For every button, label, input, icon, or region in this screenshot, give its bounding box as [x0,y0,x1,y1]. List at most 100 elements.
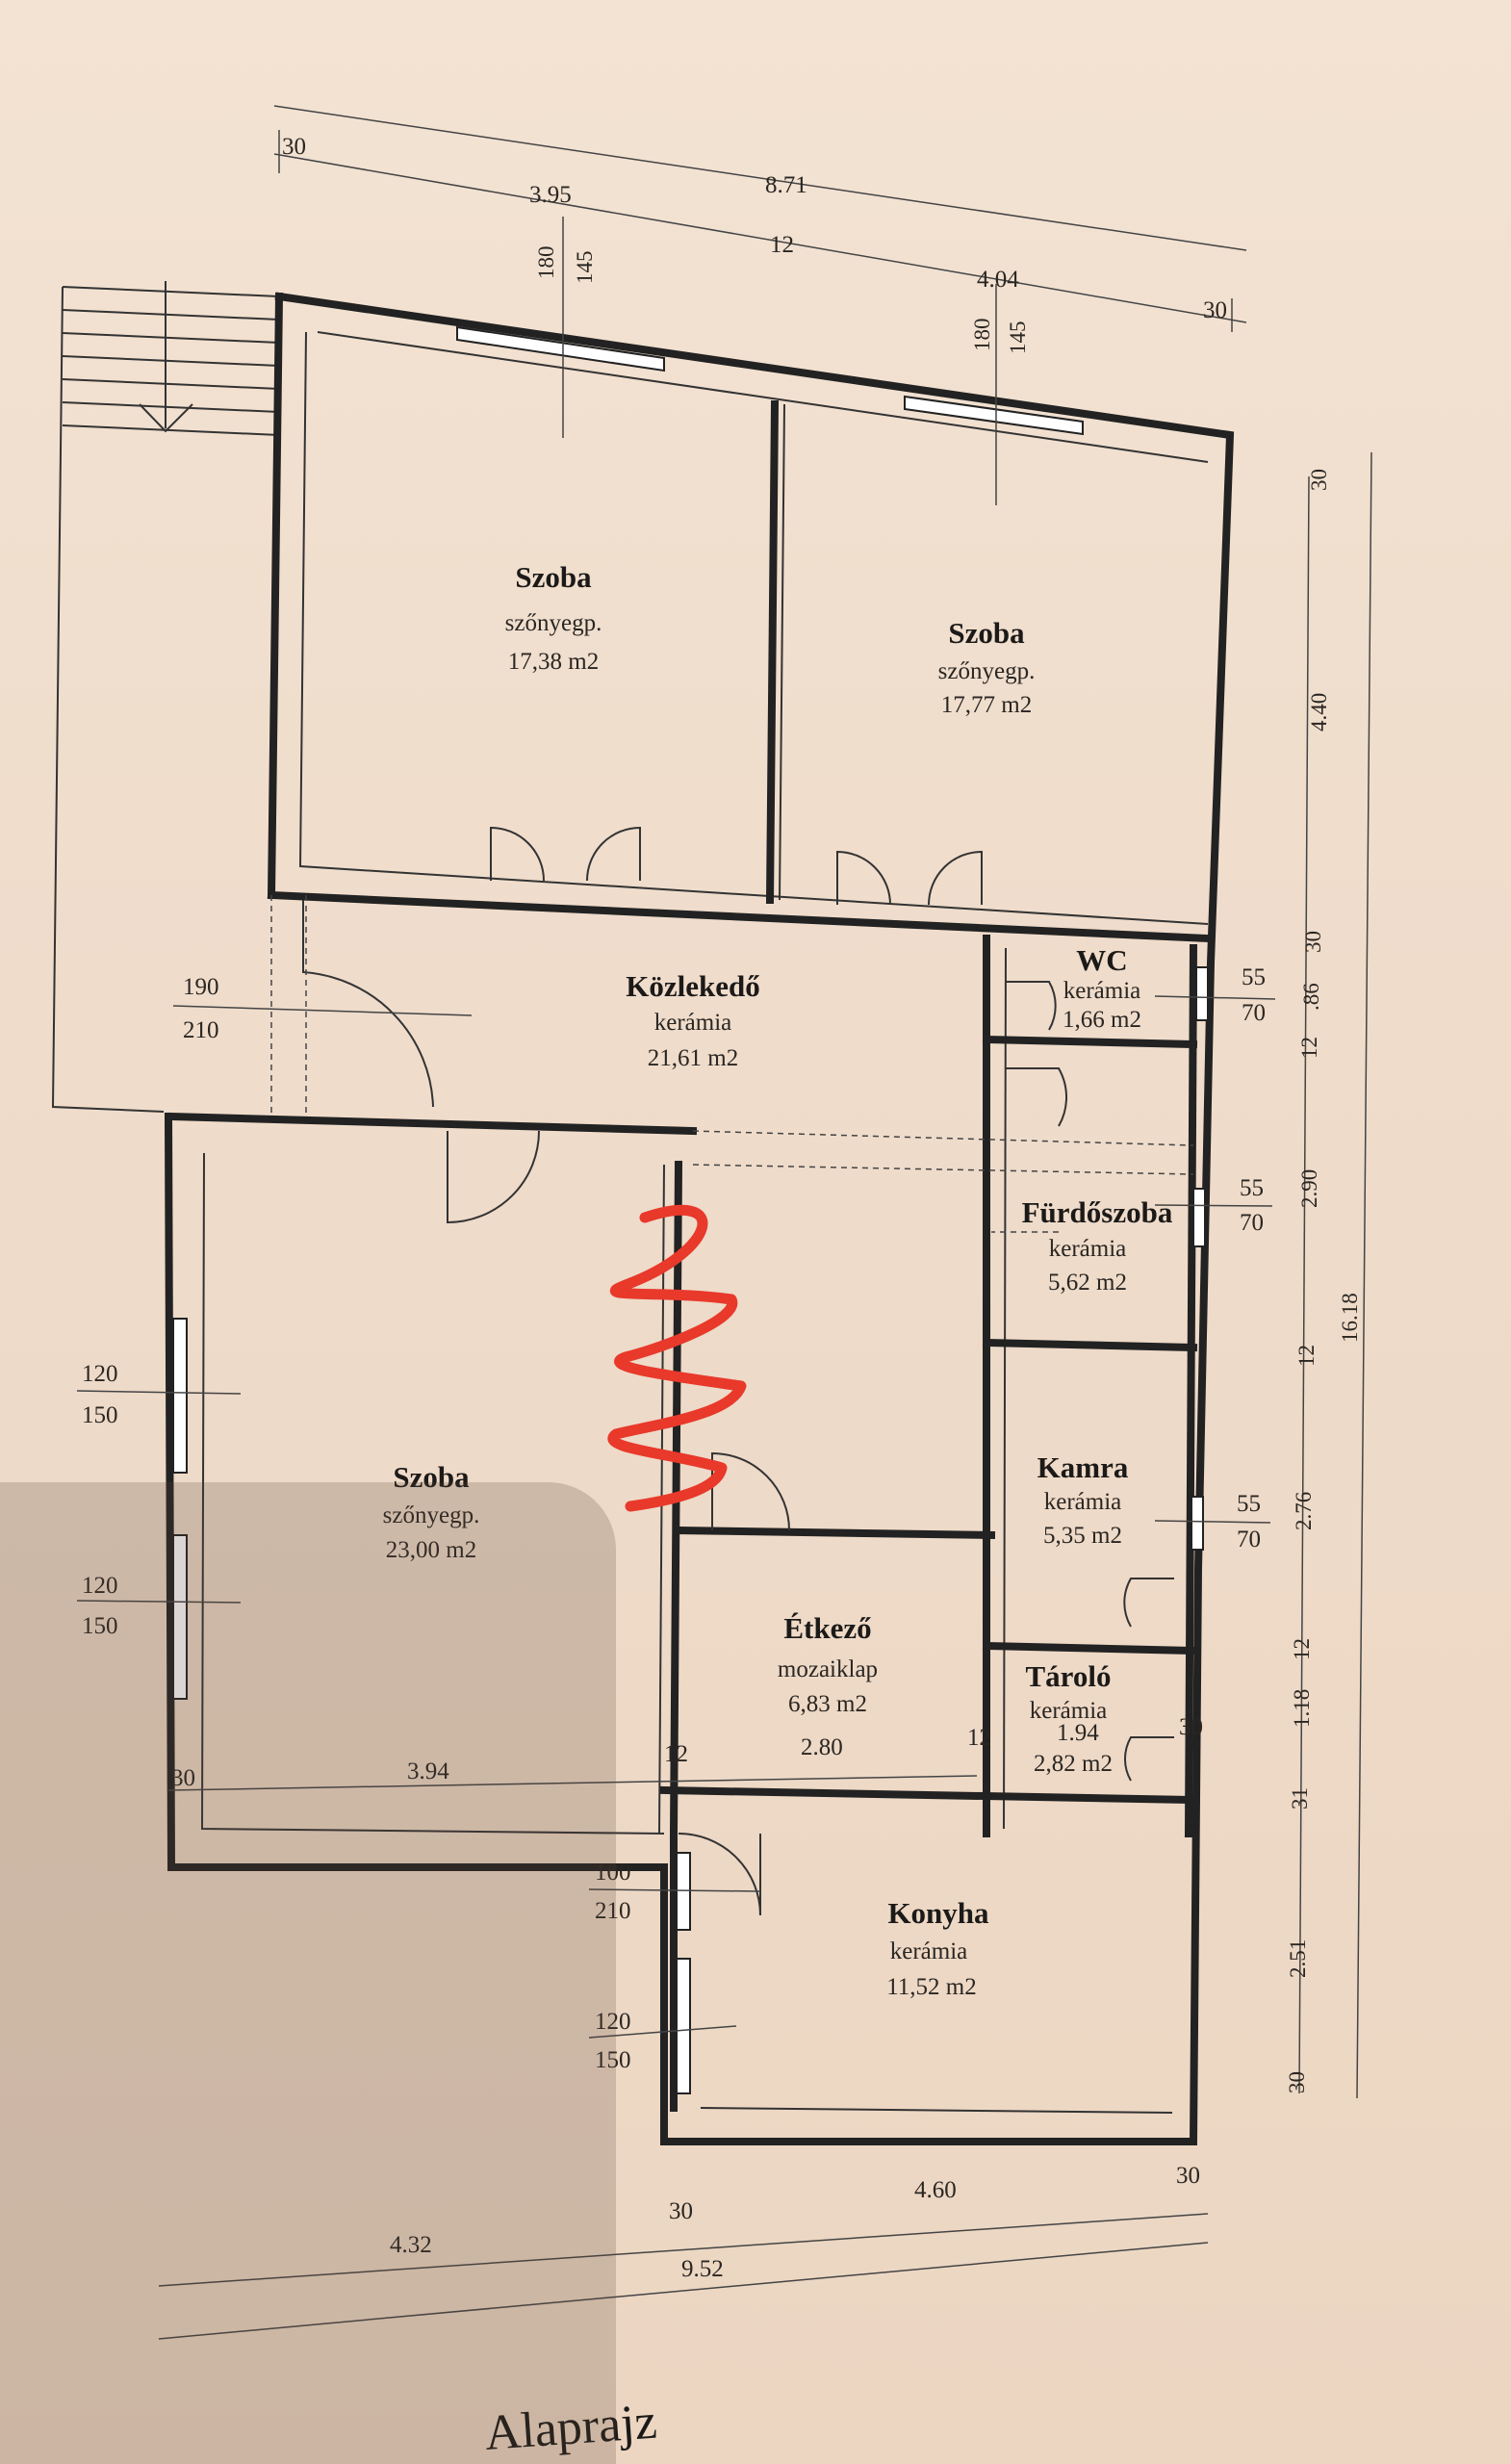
room-area: 23,00 m2 [386,1537,476,1563]
dim-inner-30: 30 [171,1765,195,1791]
dim-inner-280: 2.80 [801,1734,843,1760]
window-height-180-b: 180 [970,319,994,352]
room-floor: kerámia [890,1938,968,1964]
door-width-190: 190 [183,974,219,1000]
room-name: Szoba [948,616,1025,650]
dim-right-31: 31 [1288,1787,1312,1810]
window-height-145-b: 145 [1006,321,1030,355]
room-name: Fürdőszoba [1022,1195,1173,1229]
door2-height-210: 210 [595,1898,631,1924]
window-height-145-a: 145 [573,251,597,285]
dim-inner-12-b: 12 [967,1725,991,1751]
room-floor: kerámia [1044,1489,1122,1515]
room-label-kamra: Kamra kerámia 5,35 m2 [1037,1450,1129,1549]
bath-window-height-70: 70 [1240,1210,1264,1236]
room-floor: kerámia [1063,978,1141,1004]
dim-inner-30-b: 30 [1179,1714,1203,1740]
dim-bottom-30-b: 30 [1176,2163,1200,2189]
room-name: Étkező [783,1611,871,1645]
window1-width-120: 120 [82,1361,118,1387]
dim-top-871: 8.71 [765,172,807,198]
dim-top-30-right: 30 [1203,297,1227,323]
dim-bottom-952: 9.52 [681,2256,724,2282]
dim-right-30-b: 30 [1301,931,1325,953]
red-squiggle-annotation [607,1204,747,1512]
dim-inner-12-a: 12 [664,1741,688,1767]
dim-right-276: 2.76 [1292,1492,1316,1530]
window3-width-120: 120 [595,2009,631,2035]
bottom-dimension-labels: 4.32 30 4.60 30 9.52 [390,2163,1200,2282]
room-label-tarolo: Tároló kerámia 2,82 m2 [1026,1659,1113,1777]
room-label-etkezo: Étkező mozaiklap 6,83 m2 [778,1611,878,1717]
dim-right-86: .86 [1299,983,1323,1011]
dim-right-1618: 16.18 [1338,1293,1362,1343]
windows [172,325,1209,2094]
room-floor: szőnyegp. [505,610,602,636]
room-floor: szőnyegp. [938,658,1036,684]
room-name: Tároló [1026,1659,1112,1693]
room-floor: mozaiklap [778,1656,878,1682]
door2-width-100: 100 [595,1860,631,1886]
entrance-stairs [51,281,280,1113]
window3-height-150: 150 [595,2047,631,2073]
dim-bottom-432: 4.32 [390,2232,432,2258]
dim-top-30-left: 30 [282,134,306,160]
room-area: 17,38 m2 [508,649,599,675]
room-name: Konyha [887,1896,989,1930]
room-label-furdoszoba: Fürdőszoba kerámia 5,62 m2 [1022,1195,1173,1296]
dim-right-440: 4.40 [1307,693,1331,732]
room-label-wc: WC kerámia 1,66 m2 [1063,943,1141,1033]
room-area: 21,61 m2 [648,1045,738,1071]
room-area: 11,52 m2 [886,1974,977,2000]
room-floor: szőnyegp. [383,1502,480,1528]
room-area: 17,77 m2 [941,692,1032,718]
window-height-180-a: 180 [534,246,558,280]
dim-top-12: 12 [770,232,794,258]
window2-width-120: 120 [82,1573,118,1599]
right-dimension-labels: 30 4.40 30 .86 12 2.90 12 2.76 12 1.18 3… [1285,469,1362,2093]
dim-inner-394: 3.94 [407,1758,449,1784]
wc-window-height-70: 70 [1242,1000,1266,1026]
room-floor: kerámia [654,1010,732,1036]
room-label-szoba-2: Szoba szőnyegp. 17,77 m2 [938,616,1036,718]
room-area: 5,62 m2 [1048,1270,1127,1296]
window2-height-150: 150 [82,1613,118,1639]
room-label-szoba-1: Szoba szőnyegp. 17,38 m2 [505,560,602,675]
room-name: Kamra [1037,1450,1129,1484]
room-area: 2,82 m2 [1034,1751,1113,1777]
dim-bottom-30-a: 30 [669,2198,693,2224]
dim-top-395: 3.95 [529,182,572,208]
dim-right-12-a: 12 [1297,1037,1321,1059]
doors [302,826,1174,1916]
right-dimension-lines [1298,451,1372,2099]
room-area: 5,35 m2 [1043,1523,1122,1549]
plan-title: Alaprajz [483,2395,659,2461]
dim-inner-194: 1.94 [1057,1720,1099,1746]
dim-right-290: 2.90 [1297,1169,1321,1208]
room-name: Szoba [393,1460,470,1494]
dim-right-12-c: 12 [1290,1638,1314,1660]
room-label-konyha: Konyha kerámia 11,52 m2 [886,1896,989,2000]
opening-dimension-labels: 190 210 120 150 120 150 100 210 120 150 … [76,964,1276,2073]
room-floor: kerámia [1030,1698,1108,1724]
room-name: WC [1076,943,1127,977]
room-name: Szoba [515,560,592,594]
bottom-dimension-lines [158,1775,1209,2340]
dim-right-30-bot: 30 [1285,2071,1309,2093]
bath-window-width-55: 55 [1240,1175,1264,1201]
dim-bottom-460: 4.60 [914,2177,957,2203]
door-height-210: 210 [183,1017,219,1043]
room-name: Közlekedő [626,969,760,1003]
room-area: 1,66 m2 [1063,1007,1141,1033]
dim-right-12-b: 12 [1294,1345,1319,1367]
kamra-window-width-55: 55 [1237,1491,1261,1517]
dashed-lines [270,895,1194,1175]
inner-dimension-labels: 30 3.94 12 2.80 12 1.94 30 [171,1714,1203,1791]
room-area: 6,83 m2 [788,1691,867,1717]
dim-right-30-top: 30 [1307,469,1331,491]
kamra-window-height-70: 70 [1237,1527,1261,1553]
wc-window-width-55: 55 [1242,964,1266,990]
room-label-szoba-3: Szoba szőnyegp. 23,00 m2 [383,1460,480,1563]
room-label-kozlekedo: Közlekedő kerámia 21,61 m2 [626,969,760,1071]
